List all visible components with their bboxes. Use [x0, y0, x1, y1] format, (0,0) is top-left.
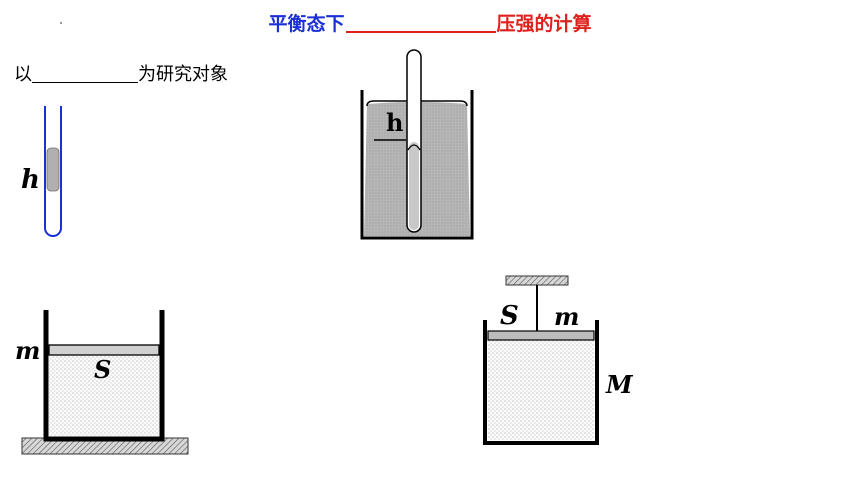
box-mass-label: m [554, 302, 580, 331]
subject-blank [32, 64, 138, 83]
cup-walls [360, 90, 474, 240]
tube-meniscus [407, 144, 421, 151]
tube-h-label: h [21, 165, 40, 195]
cylinder-area-label: S [94, 355, 112, 384]
box-piston-figure [483, 275, 599, 445]
piston [48, 344, 160, 356]
top-plate [505, 275, 569, 286]
cylinder-gas [49, 356, 159, 436]
subject-prefix: 以 [14, 64, 32, 85]
box-area-label: S [500, 301, 519, 331]
cylinder-walls [43, 310, 165, 442]
research-subject-line: 以 为研究对象 [14, 60, 228, 86]
tube-liquid [409, 142, 419, 230]
box-gas [488, 340, 594, 440]
mercury-column [46, 147, 60, 192]
cylinder-mass-label: m [15, 336, 41, 365]
test-tube-outline [44, 106, 62, 237]
stray-dot [60, 22, 62, 24]
title-suffix: 压强的计算 [496, 13, 592, 35]
title-blank [345, 11, 496, 33]
liquid-cup-figure [360, 49, 474, 240]
subject-suffix: 为研究对象 [138, 64, 228, 85]
box-body-mass-label: M [606, 370, 633, 399]
box-walls [483, 320, 599, 445]
page-title: 平衡态下 压强的计算 [0, 9, 860, 36]
cup-h-label: h [386, 108, 404, 137]
title-prefix: 平衡态下 [268, 13, 345, 35]
box-piston [487, 330, 595, 341]
cylinder-piston-figure [21, 310, 189, 455]
test-tube-figure [44, 106, 62, 237]
